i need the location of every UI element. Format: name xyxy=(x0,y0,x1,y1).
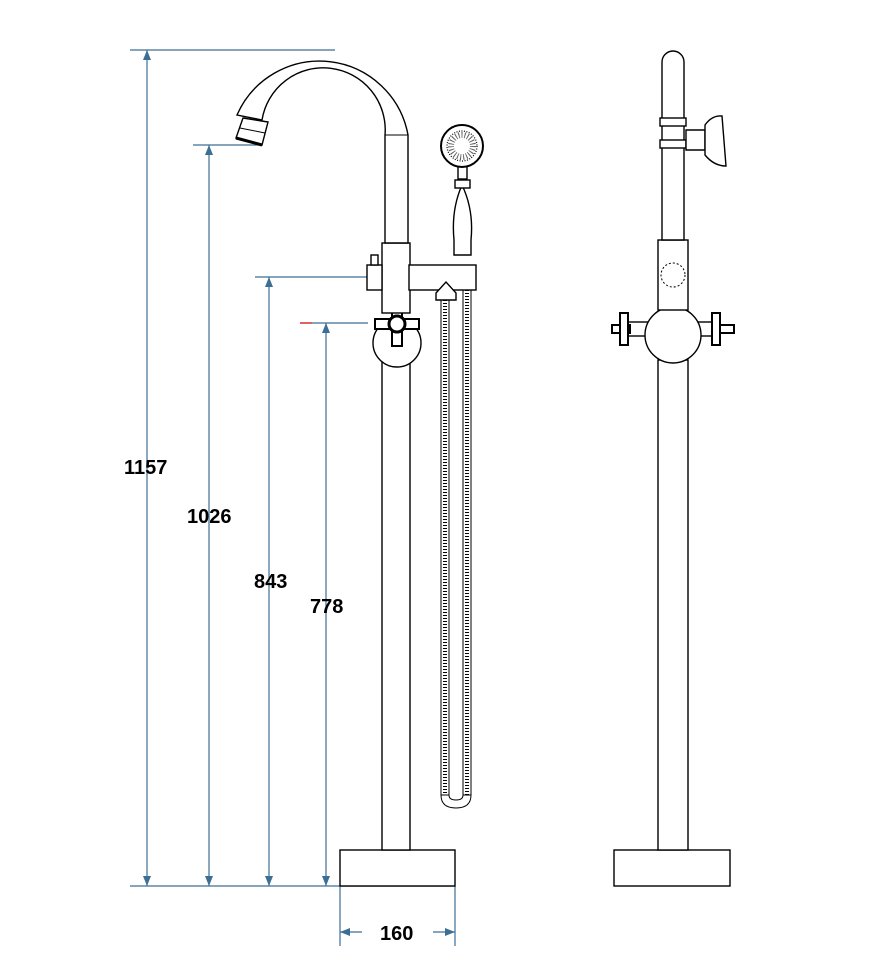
dim-1026 xyxy=(205,145,213,886)
label-778: 778 xyxy=(310,596,343,618)
side-valve-body xyxy=(644,306,702,364)
dim-778 xyxy=(322,323,330,886)
dim-160 xyxy=(339,886,456,946)
dim-843 xyxy=(265,277,273,886)
spout-nozzle xyxy=(235,117,269,147)
spout xyxy=(236,60,409,244)
side-base-plate xyxy=(613,849,731,887)
dimension-lines xyxy=(130,49,456,946)
side-stem-pipe xyxy=(657,359,689,851)
side-view xyxy=(611,50,735,887)
cross-handle xyxy=(374,305,420,347)
label-1026: 1026 xyxy=(187,506,232,528)
label-843: 843 xyxy=(254,571,287,593)
shower-hose xyxy=(440,289,472,809)
diverter-body xyxy=(381,242,411,314)
label-160: 160 xyxy=(380,923,413,945)
base-plate xyxy=(339,849,456,887)
stem-pipe xyxy=(381,359,411,851)
label-1157: 1157 xyxy=(124,457,167,479)
hand-shower xyxy=(440,124,484,256)
dim-1157 xyxy=(143,50,151,886)
side-diverter-body xyxy=(657,239,689,311)
side-shower-holder xyxy=(685,115,727,167)
front-view xyxy=(235,60,484,887)
